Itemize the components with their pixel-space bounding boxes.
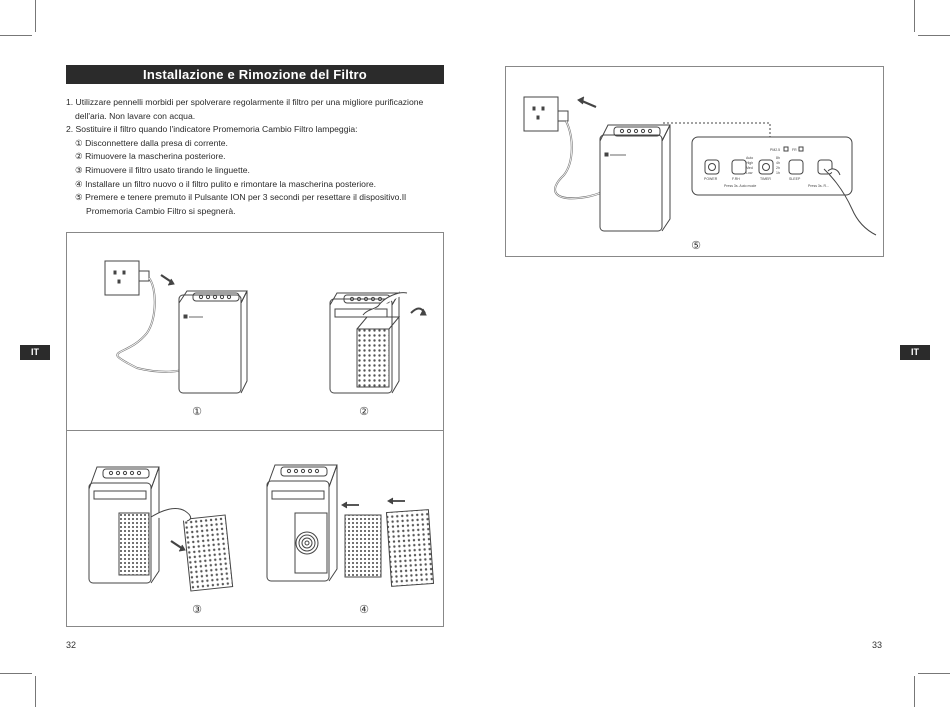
figure-4-install-filter: [266, 464, 435, 587]
figure-1-unplug: [104, 260, 248, 394]
timer-level-label: 1h: [776, 171, 780, 175]
timer-level-label: 8h: [776, 156, 780, 160]
figure-grid: ① ② ③ ④: [66, 232, 444, 627]
page-number-left: 32: [66, 640, 77, 650]
language-tab-left: IT: [20, 345, 50, 360]
instruction-line: 1. Utilizzare pennelli morbidi per spolv…: [66, 97, 424, 107]
page-title: Installazione e Rimozione del Filtro: [66, 65, 444, 84]
step-line: ④ Installare un filtro nuovo o il filtro…: [75, 178, 376, 189]
crop-mark: [914, 0, 915, 32]
panel-button-label: POWER: [704, 177, 718, 181]
figure-5-label: ⑤: [691, 240, 701, 252]
fan-level-label: High: [746, 161, 753, 165]
crop-mark: [918, 35, 950, 36]
timer-level-label: 4h: [776, 161, 780, 165]
step-line: ① Disconnettere dalla presa di corrente.: [75, 137, 228, 148]
figure-2-remove-panel: [329, 291, 427, 394]
step-line: ③ Rimuovere il filtro usato tirando le l…: [75, 164, 250, 175]
indicator-label: PM2.5: [770, 148, 780, 152]
crop-mark: [35, 0, 36, 32]
figure-2-label: ②: [359, 406, 369, 418]
figure-5-illustration: Auto High Med Low 8h 4h 2h 1h PM2.5 FR P…: [523, 96, 877, 236]
figure-5: Auto High Med Low 8h 4h 2h 1h PM2.5 FR P…: [505, 66, 884, 257]
step-line: ② Rimuovere la mascherina posteriore.: [75, 151, 226, 162]
page-number-right: 33: [872, 640, 883, 650]
timer-level-label: 2h: [776, 166, 780, 170]
panel-button-label: SLEEP: [789, 177, 801, 181]
figure-illustrations: [88, 260, 435, 592]
crop-mark: [918, 673, 950, 674]
panel-hint: Press 3s. Auto mode: [724, 184, 756, 188]
indicator-label: FR: [792, 148, 797, 152]
language-tab-right: IT: [900, 345, 930, 360]
figure-divider: [67, 430, 443, 431]
crop-mark: [0, 35, 32, 36]
fan-level-label: Med: [746, 166, 753, 170]
step-line: Promemoria Cambio Filtro si spegnerà.: [86, 205, 236, 216]
figure-3-label: ③: [192, 604, 202, 616]
step-line: ⑤ Premere e tenere premuto il Pulsante I…: [75, 192, 407, 203]
panel-hint: Press 3s. R...: [808, 184, 829, 188]
instruction-line: dell'aria. Non lavare con acqua.: [75, 110, 196, 121]
fan-level-label: Low: [746, 171, 753, 175]
figure-4-label: ④: [359, 604, 369, 616]
instructions: 1. Utilizzare pennelli morbidi per spolv…: [66, 96, 451, 218]
crop-mark: [35, 676, 36, 707]
panel-button-label: TIMER: [760, 177, 771, 181]
crop-mark: [0, 673, 32, 674]
panel-button-label: F.RH: [732, 177, 740, 181]
figure-3-remove-filter: [88, 466, 234, 592]
figure-1-label: ①: [192, 406, 202, 418]
crop-mark: [914, 676, 915, 707]
instruction-line: 2. Sostituire il filtro quando l'indicat…: [66, 124, 358, 135]
fan-level-label: Auto: [746, 156, 753, 160]
